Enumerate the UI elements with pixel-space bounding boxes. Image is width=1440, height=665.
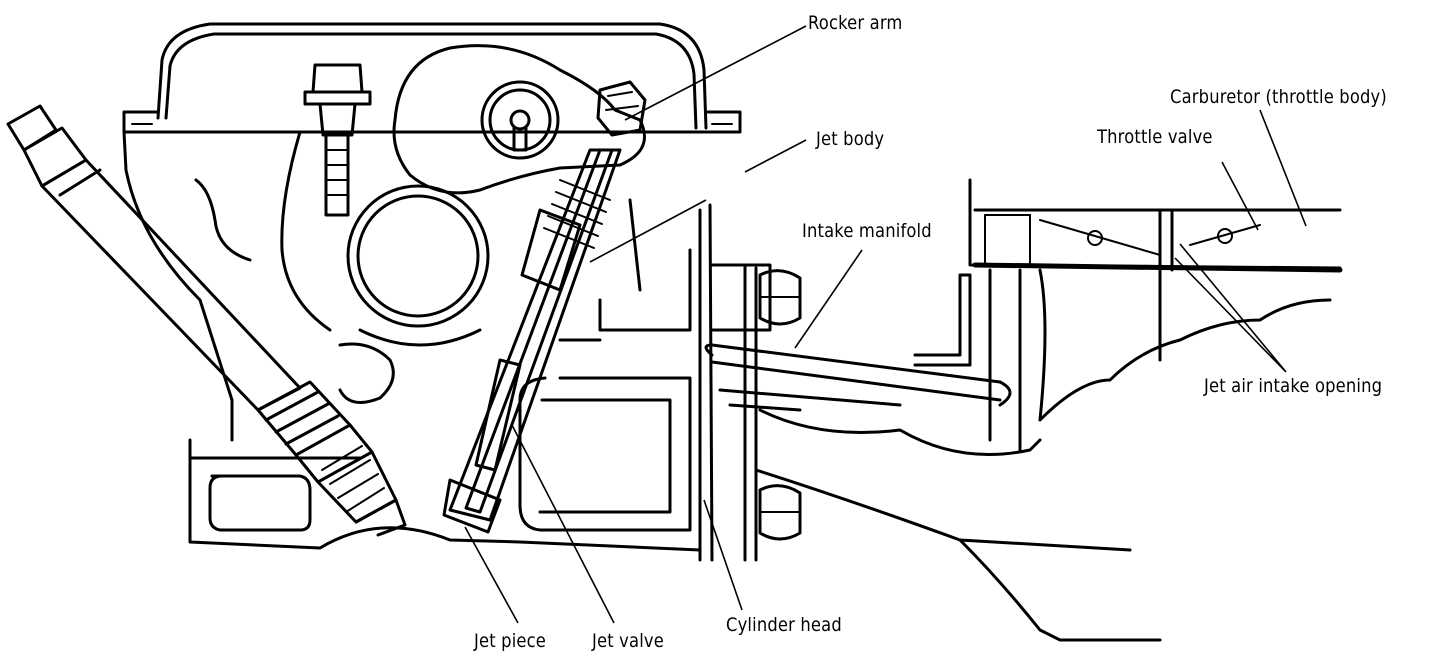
- jet-valve-assembly: [442, 148, 622, 534]
- rocker-cover: [122, 22, 742, 134]
- rocker-arm-assembly: [392, 44, 647, 195]
- label-intake-manifold: Intake manifold: [802, 220, 932, 242]
- label-jet-body: Jet body: [816, 128, 885, 150]
- label-jet-air-intake-opening: Jet air intake opening: [1204, 375, 1383, 397]
- label-cylinder-head: Cylinder head: [726, 614, 842, 636]
- cylinder-head-body: [122, 130, 714, 562]
- label-jet-valve: Jet valve: [592, 630, 664, 652]
- head-bolt-top: [303, 63, 372, 217]
- label-rocker-arm: Rocker arm: [808, 12, 903, 34]
- spark-plug: [6, 104, 407, 537]
- manifold-bolt-lower: [758, 484, 802, 541]
- camshaft: [346, 184, 490, 347]
- label-throttle-valve: Throttle valve: [1097, 126, 1213, 148]
- label-carburetor: Carburetor (throttle body): [1170, 86, 1387, 108]
- manifold-bolt-upper: [758, 269, 802, 326]
- carburetor-throttle-body: [968, 178, 1343, 452]
- intake-manifold: [704, 263, 1162, 642]
- label-jet-piece: Jet piece: [474, 630, 547, 652]
- leader-lines: [464, 25, 1307, 624]
